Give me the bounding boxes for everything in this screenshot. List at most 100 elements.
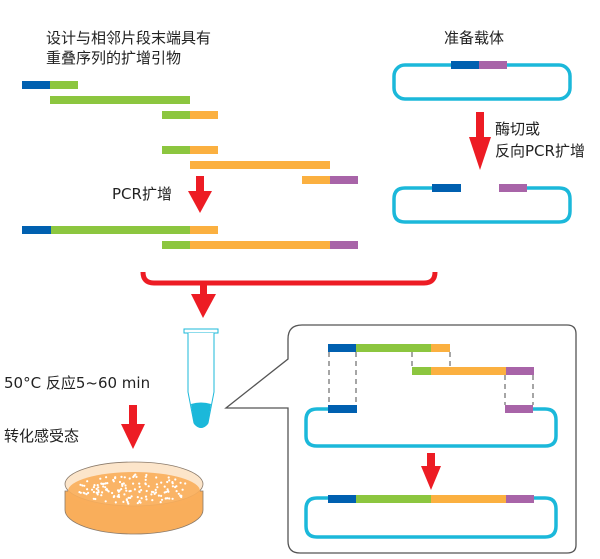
colony-dot (104, 486, 107, 489)
bacterial-colonies (78, 473, 187, 505)
assembled-green (356, 495, 431, 503)
colony-dot (120, 475, 123, 478)
colony-dot (125, 489, 128, 492)
colony-dot (164, 497, 167, 500)
callout-frag1-orange (431, 344, 450, 352)
colony-dot (165, 490, 168, 493)
colony-dot (95, 487, 98, 490)
colony-dot (140, 489, 143, 492)
fragment-orange-primer-2 (190, 146, 218, 154)
colony-dot (127, 502, 130, 505)
colony-dot (114, 501, 117, 504)
arrow-shaft (427, 453, 435, 467)
assembly-callout (224, 324, 577, 554)
colony-dot (123, 493, 126, 496)
vector-linearized (392, 184, 572, 224)
colony-dot (168, 479, 171, 482)
colony-dot (97, 489, 100, 492)
colony-dot (97, 486, 100, 489)
colony-dot (171, 482, 174, 485)
product1-green (51, 226, 190, 234)
fragment-orange-overlap (302, 176, 330, 184)
colony-dot (133, 488, 136, 491)
colony-dot (167, 490, 170, 493)
colony-dot (93, 484, 96, 487)
colony-dot (138, 485, 141, 488)
callout-frag1-green (356, 344, 431, 352)
colony-dot (124, 484, 127, 487)
callout-frag1-blue (328, 344, 356, 352)
colony-dot (144, 475, 147, 478)
bracket-line (140, 271, 438, 286)
colony-dot (128, 477, 131, 480)
colony-dot (144, 495, 148, 498)
callout-vector-purple-end (505, 405, 533, 413)
prepare-vector-label: 准备载体 (444, 29, 505, 47)
callout-frag2-orange (431, 367, 506, 375)
colony-dot (102, 485, 105, 488)
fragment-blue-overlap (22, 81, 50, 89)
transform-label: 转化感受态 (4, 427, 80, 445)
colony-dot (179, 481, 182, 484)
vector-purple-site (479, 61, 507, 69)
colony-dot (156, 486, 159, 489)
colony-dot (117, 489, 120, 492)
colony-dot (122, 500, 125, 503)
colony-dot (150, 493, 153, 496)
colony-dot (147, 485, 150, 488)
callout-vector-assembled (304, 496, 558, 539)
colony-dot (105, 488, 108, 491)
colony-dot (153, 492, 156, 495)
colony-dot (138, 499, 141, 502)
overlap-dashes (328, 352, 534, 405)
fragment-green-overlap-2 (162, 146, 190, 154)
colony-dot (181, 488, 184, 491)
colony-dot (122, 482, 125, 485)
arrow-head (421, 466, 441, 490)
transform-arrow (121, 405, 145, 449)
colony-dot (92, 486, 95, 489)
colony-dot (155, 476, 158, 479)
colony-dot (160, 481, 163, 484)
fragment-orange-primer (190, 111, 218, 119)
fragment-orange-insert (190, 161, 330, 169)
colony-dot (79, 483, 82, 486)
colony-dot (121, 483, 124, 486)
primer-design-label-1: 设计与相邻片段末端具有 (46, 29, 212, 47)
colony-dot (81, 484, 84, 487)
colony-dot (179, 494, 182, 497)
colony-dot (132, 482, 135, 485)
vector-circular (392, 61, 572, 101)
colony-dot (140, 497, 143, 500)
colony-dot (129, 496, 132, 499)
colony-dot (120, 488, 123, 491)
pcr-amplify-label: PCR扩增 (112, 185, 172, 203)
colony-dot (154, 491, 158, 494)
colony-dot (130, 495, 133, 498)
colony-dot (175, 485, 178, 488)
colony-dot (163, 485, 166, 488)
colony-dot (127, 496, 130, 499)
linearize-arrow (469, 112, 491, 170)
colony-dot (78, 491, 81, 494)
callout-vector-blue-end (328, 405, 357, 413)
callout-outline (224, 324, 577, 554)
pcr-arrow (188, 176, 212, 213)
colony-dot (157, 494, 160, 497)
colony-dot (112, 495, 115, 499)
primer-fragments (22, 81, 358, 184)
colony-dot (154, 488, 157, 491)
arrow-shaft (129, 405, 137, 425)
assembled-purple (506, 495, 534, 503)
colony-dot (144, 482, 147, 485)
colony-dot (116, 495, 119, 498)
colony-dot (145, 489, 148, 493)
colony-dot (138, 482, 141, 485)
colony-dot (106, 482, 109, 485)
colony-dot (118, 480, 122, 484)
colony-dot (83, 484, 86, 487)
arrow-head (469, 137, 491, 170)
colony-dot (166, 488, 169, 491)
colony-dot (86, 480, 89, 483)
vector-linear-backbone (392, 186, 572, 224)
